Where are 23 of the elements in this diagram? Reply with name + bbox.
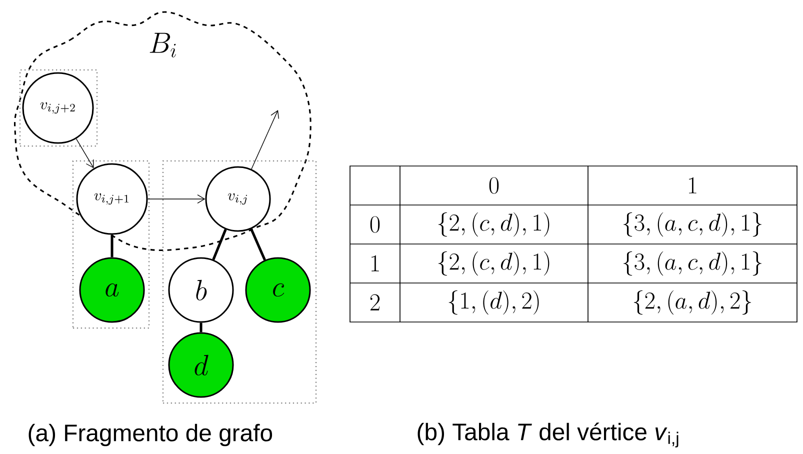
arrow (147, 194, 206, 204)
table-cell: $\{3,(a,c,d),1\}$ (623, 251, 762, 276)
caption: (a) Fragmento de grafo (28, 424, 272, 446)
table-cell: $0$ (370, 216, 380, 233)
tree-edge (200, 322, 202, 332)
tree-edge (250, 228, 266, 260)
set-label: $B_i$ (150, 32, 176, 58)
table-cell: $\{2,(c,d),1)$ (438, 251, 550, 276)
tree-edge (110, 234, 114, 258)
table-cell: $\{2,(c,d),1)$ (438, 212, 550, 237)
table-cell: $0$ (489, 177, 499, 194)
table-cell: $\{3,(a,c,d),1\}$ (623, 212, 762, 237)
tree-edge (212, 228, 227, 260)
caption: (b) Tabla T del vértice v$_{i,j}$ (418, 422, 678, 448)
dotted-box (162, 160, 317, 404)
arrow (76, 138, 94, 168)
table-cell: $1$ (372, 255, 379, 272)
table-cell: $\{2,(a,d),2\}$ (634, 290, 752, 315)
arrow (251, 110, 280, 170)
dotted-box (72, 160, 150, 329)
table-cell: $2$ (370, 294, 380, 310)
table-cell: $\{1,(d),2)$ (448, 290, 539, 315)
table-cell: $1$ (689, 177, 696, 194)
